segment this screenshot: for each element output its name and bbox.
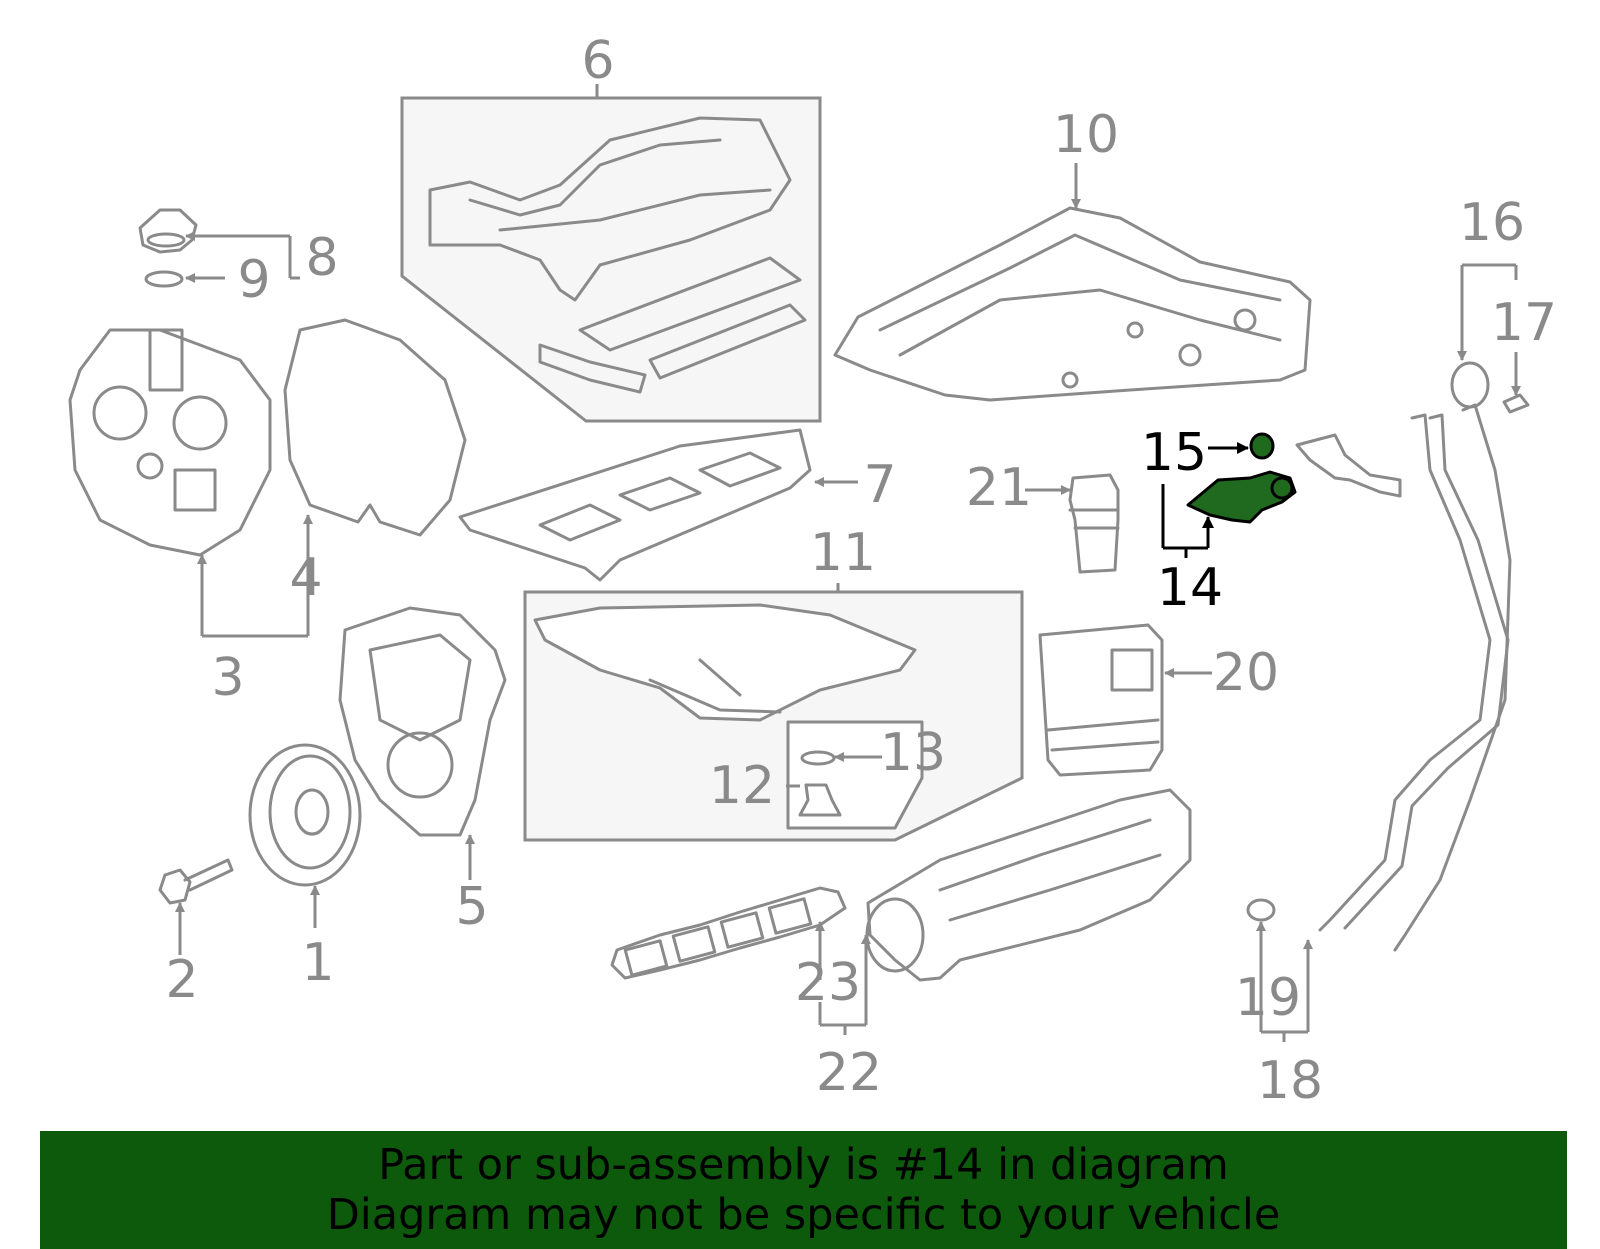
info-banner: Part or sub-assembly is #14 in diagram D… — [40, 1131, 1567, 1249]
callout-16: 16 — [1459, 193, 1525, 253]
leader-3 — [197, 514, 313, 638]
callout-7: 7 — [863, 455, 896, 515]
part-5-cover — [338, 606, 507, 837]
part-19-o-ring — [1246, 898, 1276, 922]
callout-22: 22 — [816, 1043, 882, 1103]
part-18-dipstick-tube — [1318, 403, 1512, 952]
part-11-oil-pan-group — [523, 590, 1024, 842]
callout-2: 2 — [165, 950, 198, 1010]
part-14-highlighted — [1186, 470, 1297, 524]
part-1-pulley — [248, 743, 362, 887]
leader-16-17 — [1457, 263, 1521, 396]
callout-11: 11 — [810, 523, 876, 583]
callout-23: 23 — [795, 953, 861, 1013]
part-4-gasket — [283, 318, 467, 537]
part-9-seal — [144, 270, 184, 288]
part-7-gasket — [458, 428, 812, 582]
banner-line-2: Diagram may not be specific to your vehi… — [326, 1190, 1281, 1240]
callout-12: 12 — [709, 756, 775, 816]
callout-21: 21 — [966, 458, 1032, 518]
part-10-ladder-frame — [833, 206, 1312, 402]
part-16-dipstick-handle — [1450, 361, 1490, 409]
part-2-bolt — [158, 858, 234, 905]
callout-15: 15 — [1141, 423, 1207, 483]
bracket — [1295, 433, 1402, 498]
callout-10: 10 — [1053, 105, 1119, 165]
callout-18: 18 — [1257, 1051, 1323, 1111]
callout-5: 5 — [455, 877, 488, 937]
part-23-manifold-gasket — [610, 886, 847, 980]
callout-9: 9 — [237, 250, 270, 310]
part-3-front-cover — [68, 328, 272, 557]
leader-14 — [1161, 484, 1214, 558]
callout-13: 13 — [880, 723, 946, 783]
callout-17: 17 — [1491, 293, 1557, 353]
callout-14: 14 — [1157, 558, 1223, 618]
part-15-seal — [1249, 432, 1275, 460]
banner-line-1: Part or sub-assembly is #14 in diagram — [378, 1140, 1229, 1190]
callout-6: 6 — [581, 31, 614, 91]
part-6-valve-cover-group — [400, 96, 822, 423]
part-8-filler-cap — [138, 208, 198, 254]
part-20-oil-filter — [1038, 623, 1164, 777]
leader-8-9 — [185, 231, 300, 283]
part-21-module — [1068, 473, 1120, 574]
callout-1: 1 — [301, 933, 334, 993]
callout-3: 3 — [211, 648, 244, 708]
part-17-clip — [1502, 393, 1530, 414]
part-22-intake-manifold — [865, 788, 1192, 982]
leader-22-23 — [815, 921, 871, 1035]
callout-19: 19 — [1235, 968, 1301, 1028]
callout-4: 4 — [289, 548, 322, 608]
leader-18-19 — [1256, 921, 1313, 1042]
callout-20: 20 — [1213, 643, 1279, 703]
callout-8: 8 — [305, 228, 338, 288]
